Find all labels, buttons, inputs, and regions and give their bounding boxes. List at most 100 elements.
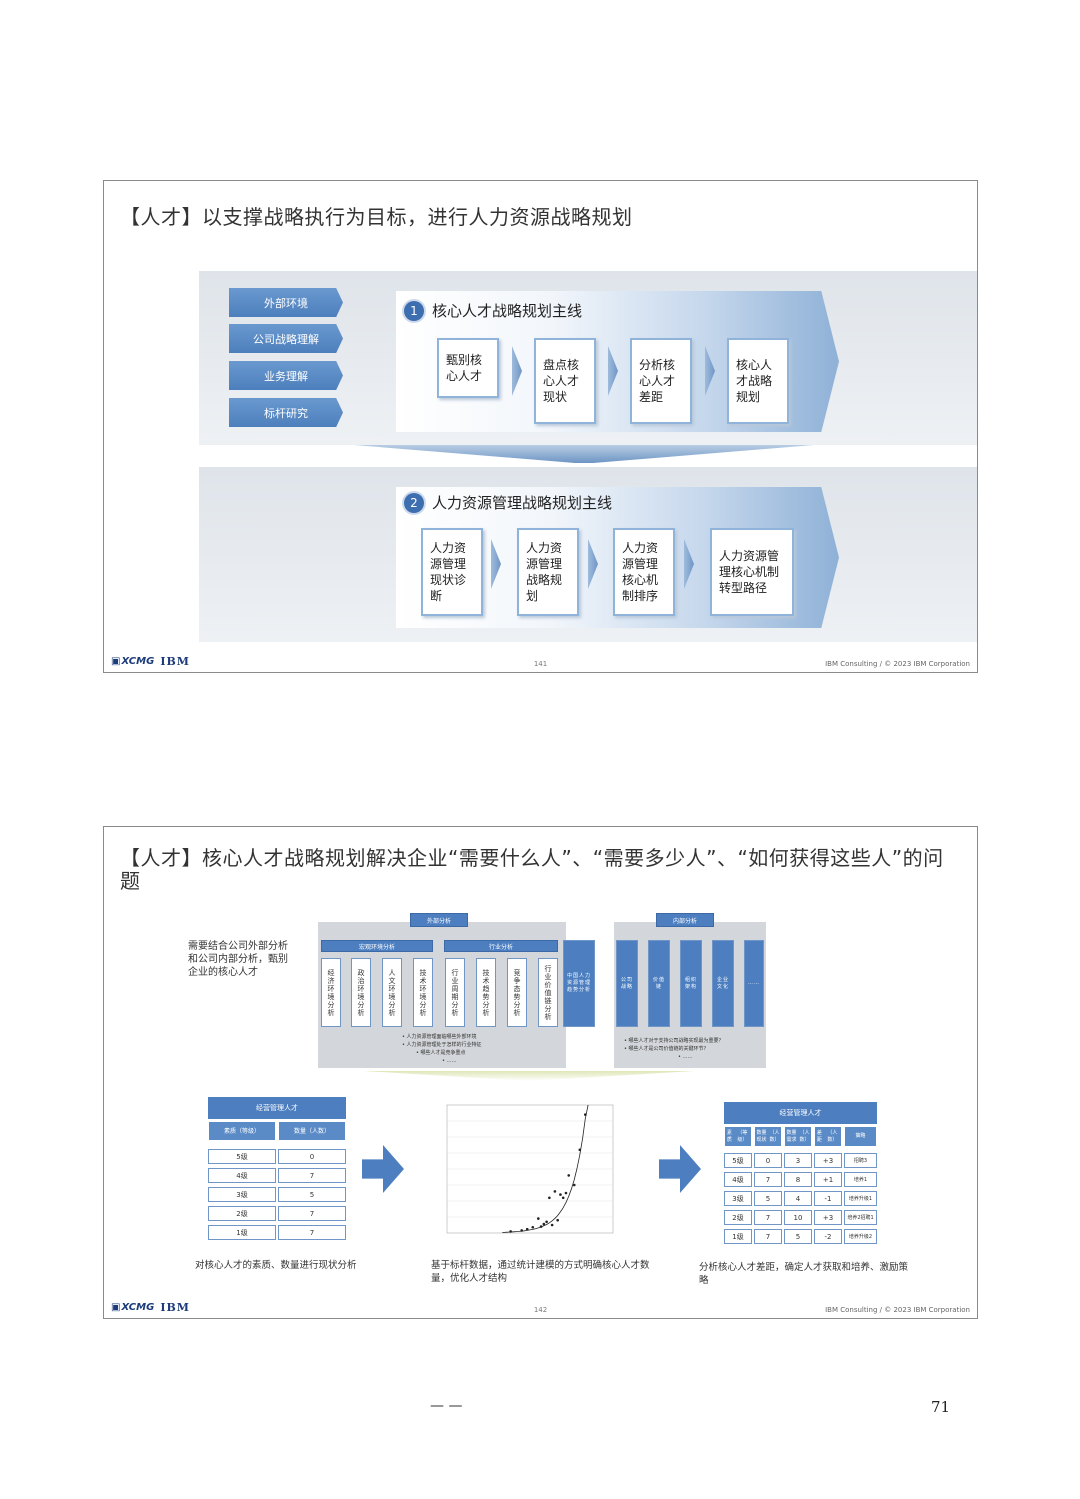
slide-page-number: 141 <box>533 660 548 668</box>
industry-analysis-head: 行业分析 <box>444 940 558 952</box>
step-arrow <box>491 539 501 589</box>
left-cell-count: 7 <box>278 1225 346 1240</box>
header-note: （人数） <box>827 1129 838 1143</box>
step-arrow <box>512 346 522 396</box>
right-cell-current: 0 <box>754 1153 782 1168</box>
internal-col-org: 组织架构 <box>680 940 702 1027</box>
external-bullet: • 人力资源管理面临哪些外部环境 <box>402 1034 477 1040</box>
page-dash: — — <box>430 1398 463 1414</box>
internal-col-more: …… <box>744 940 764 1027</box>
xcmg-logo: XCMG <box>111 1302 154 1313</box>
internal-bullet: • 哪些人才对于支持公司战略实现最为重要？ <box>624 1038 724 1044</box>
data-point <box>539 1225 543 1228</box>
trend-line <box>502 1104 589 1233</box>
external-analysis-head: 外部分析 <box>410 913 468 927</box>
caption-statistical-model: 基于标杆数据，通过统计建模的方式明确核心人才数量，优化人才结构 <box>431 1260 650 1284</box>
left-table-title: 经营管理人才 <box>208 1097 346 1119</box>
data-point <box>545 1220 548 1224</box>
left-cell-level: 3级 <box>208 1187 276 1202</box>
left-cell-count: 0 <box>278 1149 346 1164</box>
slide-142: 【人才】核心人才战略规划解决企业“需要什么人”、“需要多少人”、“如何获得这些人… <box>103 826 978 1319</box>
right-cell-gap: -1 <box>814 1191 842 1206</box>
number-badge-1: 1 <box>404 300 424 321</box>
data-point <box>553 1190 557 1193</box>
data-point <box>542 1222 546 1226</box>
right-cell-demand: 4 <box>784 1191 812 1206</box>
data-point <box>572 1183 576 1187</box>
copyright: IBM Consulting / © 2023 IBM Corporation <box>825 660 970 668</box>
right-cell-demand: 8 <box>784 1172 812 1187</box>
step-hr-strategy-plan: 人力资源管理战略规划 <box>517 528 579 616</box>
step-arrow <box>588 539 598 589</box>
right-table-title: 经营管理人才 <box>724 1102 877 1124</box>
right-cell-demand: 3 <box>784 1153 812 1168</box>
data-point <box>525 1227 529 1231</box>
number-badge-2: 2 <box>404 492 424 513</box>
right-cell-gap: +3 <box>814 1210 842 1225</box>
data-point <box>509 1230 512 1233</box>
macro-col-technology: 技术环境分析 <box>413 958 433 1027</box>
internal-bullet: • 哪些人才是公司价值链的关键环节？ <box>624 1046 709 1052</box>
right-arrow-2 <box>659 1145 701 1193</box>
core-talent-heading: 1 核心人才战略规划主线 <box>404 300 582 321</box>
right-cell-current: 7 <box>754 1172 782 1187</box>
core-talent-title: 核心人才战略规划主线 <box>432 302 583 320</box>
step-talent-strategy: 核心人才战略规划 <box>727 338 789 424</box>
data-point <box>550 1223 554 1227</box>
internal-col-value-chain: 价值链 <box>648 940 670 1027</box>
right-table-header-quality: 素质（等级） <box>724 1126 752 1147</box>
hr-management-heading: 2 人力资源管理战略规划主线 <box>404 492 612 513</box>
right-cell-strategy: 培养2招聘1 <box>844 1210 877 1225</box>
industry-col-competition: 竞争态势分析 <box>507 958 527 1027</box>
right-cell-gap: +1 <box>814 1172 842 1187</box>
right-cell-demand: 5 <box>784 1229 812 1244</box>
industry-col-value-chain: 行业价值链分析 <box>538 958 558 1027</box>
left-cell-level: 4级 <box>208 1168 276 1183</box>
ibm-logo: IBM <box>160 655 190 668</box>
data-point <box>578 1148 582 1152</box>
macro-col-politics: 政治环境分析 <box>351 958 371 1027</box>
right-table-header-demand: 数量需求（人数） <box>784 1126 812 1147</box>
industry-col-cycle: 行业周期分析 <box>445 958 465 1027</box>
data-point <box>520 1229 523 1232</box>
header-label: 数量需求 <box>786 1129 797 1143</box>
step-arrow <box>608 346 618 396</box>
data-point <box>548 1196 551 1200</box>
right-cell-quality: 3级 <box>724 1191 752 1206</box>
footer-logos: XCMG IBM <box>111 1301 190 1314</box>
right-cell-strategy: 培养1 <box>844 1172 877 1187</box>
data-point <box>584 1113 587 1116</box>
internal-bullet: • …… <box>678 1054 693 1060</box>
step-arrow <box>684 539 694 589</box>
step-hr-transformation-path: 人力资源管理核心机制转型路径 <box>710 528 794 616</box>
step-inventory-talent: 盘点核心人才现状 <box>534 338 596 424</box>
header-note: （人数） <box>769 1129 780 1143</box>
right-cell-strategy: 培养升级1 <box>844 1191 877 1206</box>
external-bullets: • 人力资源管理面临哪些外部环境 • 人力资源管理处于怎样的行业特征 • 哪些人… <box>402 1033 582 1065</box>
down-chevron <box>354 445 814 463</box>
data-point <box>567 1174 571 1177</box>
right-cell-strategy: 培养升级2 <box>844 1229 877 1244</box>
tab-company-strategy: 公司战略理解 <box>229 324 343 353</box>
slide-141: 【人才】以支撑战略执行为目标，进行人力资源战略规划 外部环境 公司战略理解 业务… <box>103 180 978 673</box>
left-table-header-count: 数量（人数） <box>278 1121 346 1141</box>
intro-note: 需要结合公司外部分析和公司内部分析，甄别企业的核心人才 <box>188 941 288 978</box>
right-cell-current: 7 <box>754 1229 782 1244</box>
data-point <box>559 1193 562 1196</box>
slide-title: 【人才】以支撑战略执行为目标，进行人力资源战略规划 <box>120 205 633 229</box>
left-cell-count: 7 <box>278 1168 346 1183</box>
ibm-logo: IBM <box>160 1301 190 1314</box>
right-cell-current: 5 <box>754 1191 782 1206</box>
hr-trend-col: 中国人力资源管理趋势分析 <box>563 940 595 1027</box>
header-note: （等级） <box>737 1129 748 1143</box>
slide-page-number: 142 <box>533 1306 548 1314</box>
page-number: 71 <box>931 1398 951 1416</box>
merge-shadow <box>364 1071 694 1081</box>
internal-bullets: • 哪些人才对于支持公司战略实现最为重要？ • 哪些人才是公司价值链的关键环节？… <box>624 1037 774 1061</box>
step-identify-talent: 甄别核心人才 <box>437 338 499 398</box>
industry-col-tech-trend: 技术趋势分析 <box>476 958 496 1027</box>
step-analyze-gap: 分析核心人才差距 <box>630 338 692 424</box>
macro-col-economy: 经济环境分析 <box>321 958 341 1027</box>
data-point <box>537 1217 540 1220</box>
step-arrow <box>705 346 715 396</box>
